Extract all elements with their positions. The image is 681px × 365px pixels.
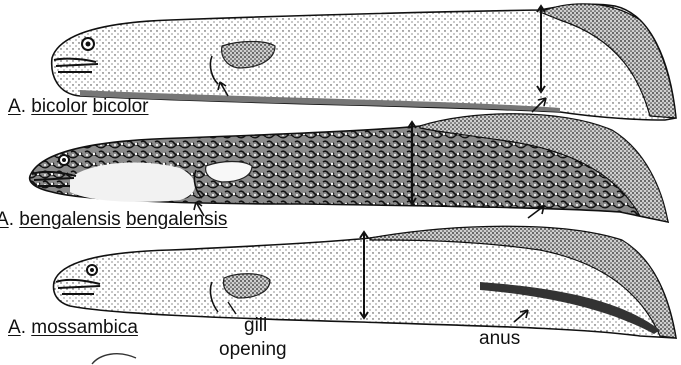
label-bengalensis-bengalensis: A. bengalensis bengalensis: [0, 210, 227, 229]
anus-label: anus: [479, 329, 520, 348]
label-mossambica: A. mossambica: [8, 318, 138, 337]
genus: A: [0, 210, 9, 229]
genus: A: [8, 318, 21, 337]
gill-opening-label-line2: opening: [219, 340, 287, 359]
subspecies-name: bengalensis: [126, 210, 227, 229]
eel-bengalensis-bengalensis: [30, 114, 668, 222]
eel-mossambica: [54, 226, 676, 338]
genus: A: [8, 97, 21, 116]
species-name: bengalensis: [19, 210, 120, 229]
species-name: bicolor: [31, 97, 87, 116]
partial-outline: [92, 354, 136, 364]
species-name: mossambica: [31, 318, 138, 337]
subspecies-name: bicolor: [93, 97, 149, 116]
label-bicolor-bicolor: A. bicolor bicolor: [8, 97, 149, 116]
gill-opening-label-line1: gill: [244, 316, 267, 335]
